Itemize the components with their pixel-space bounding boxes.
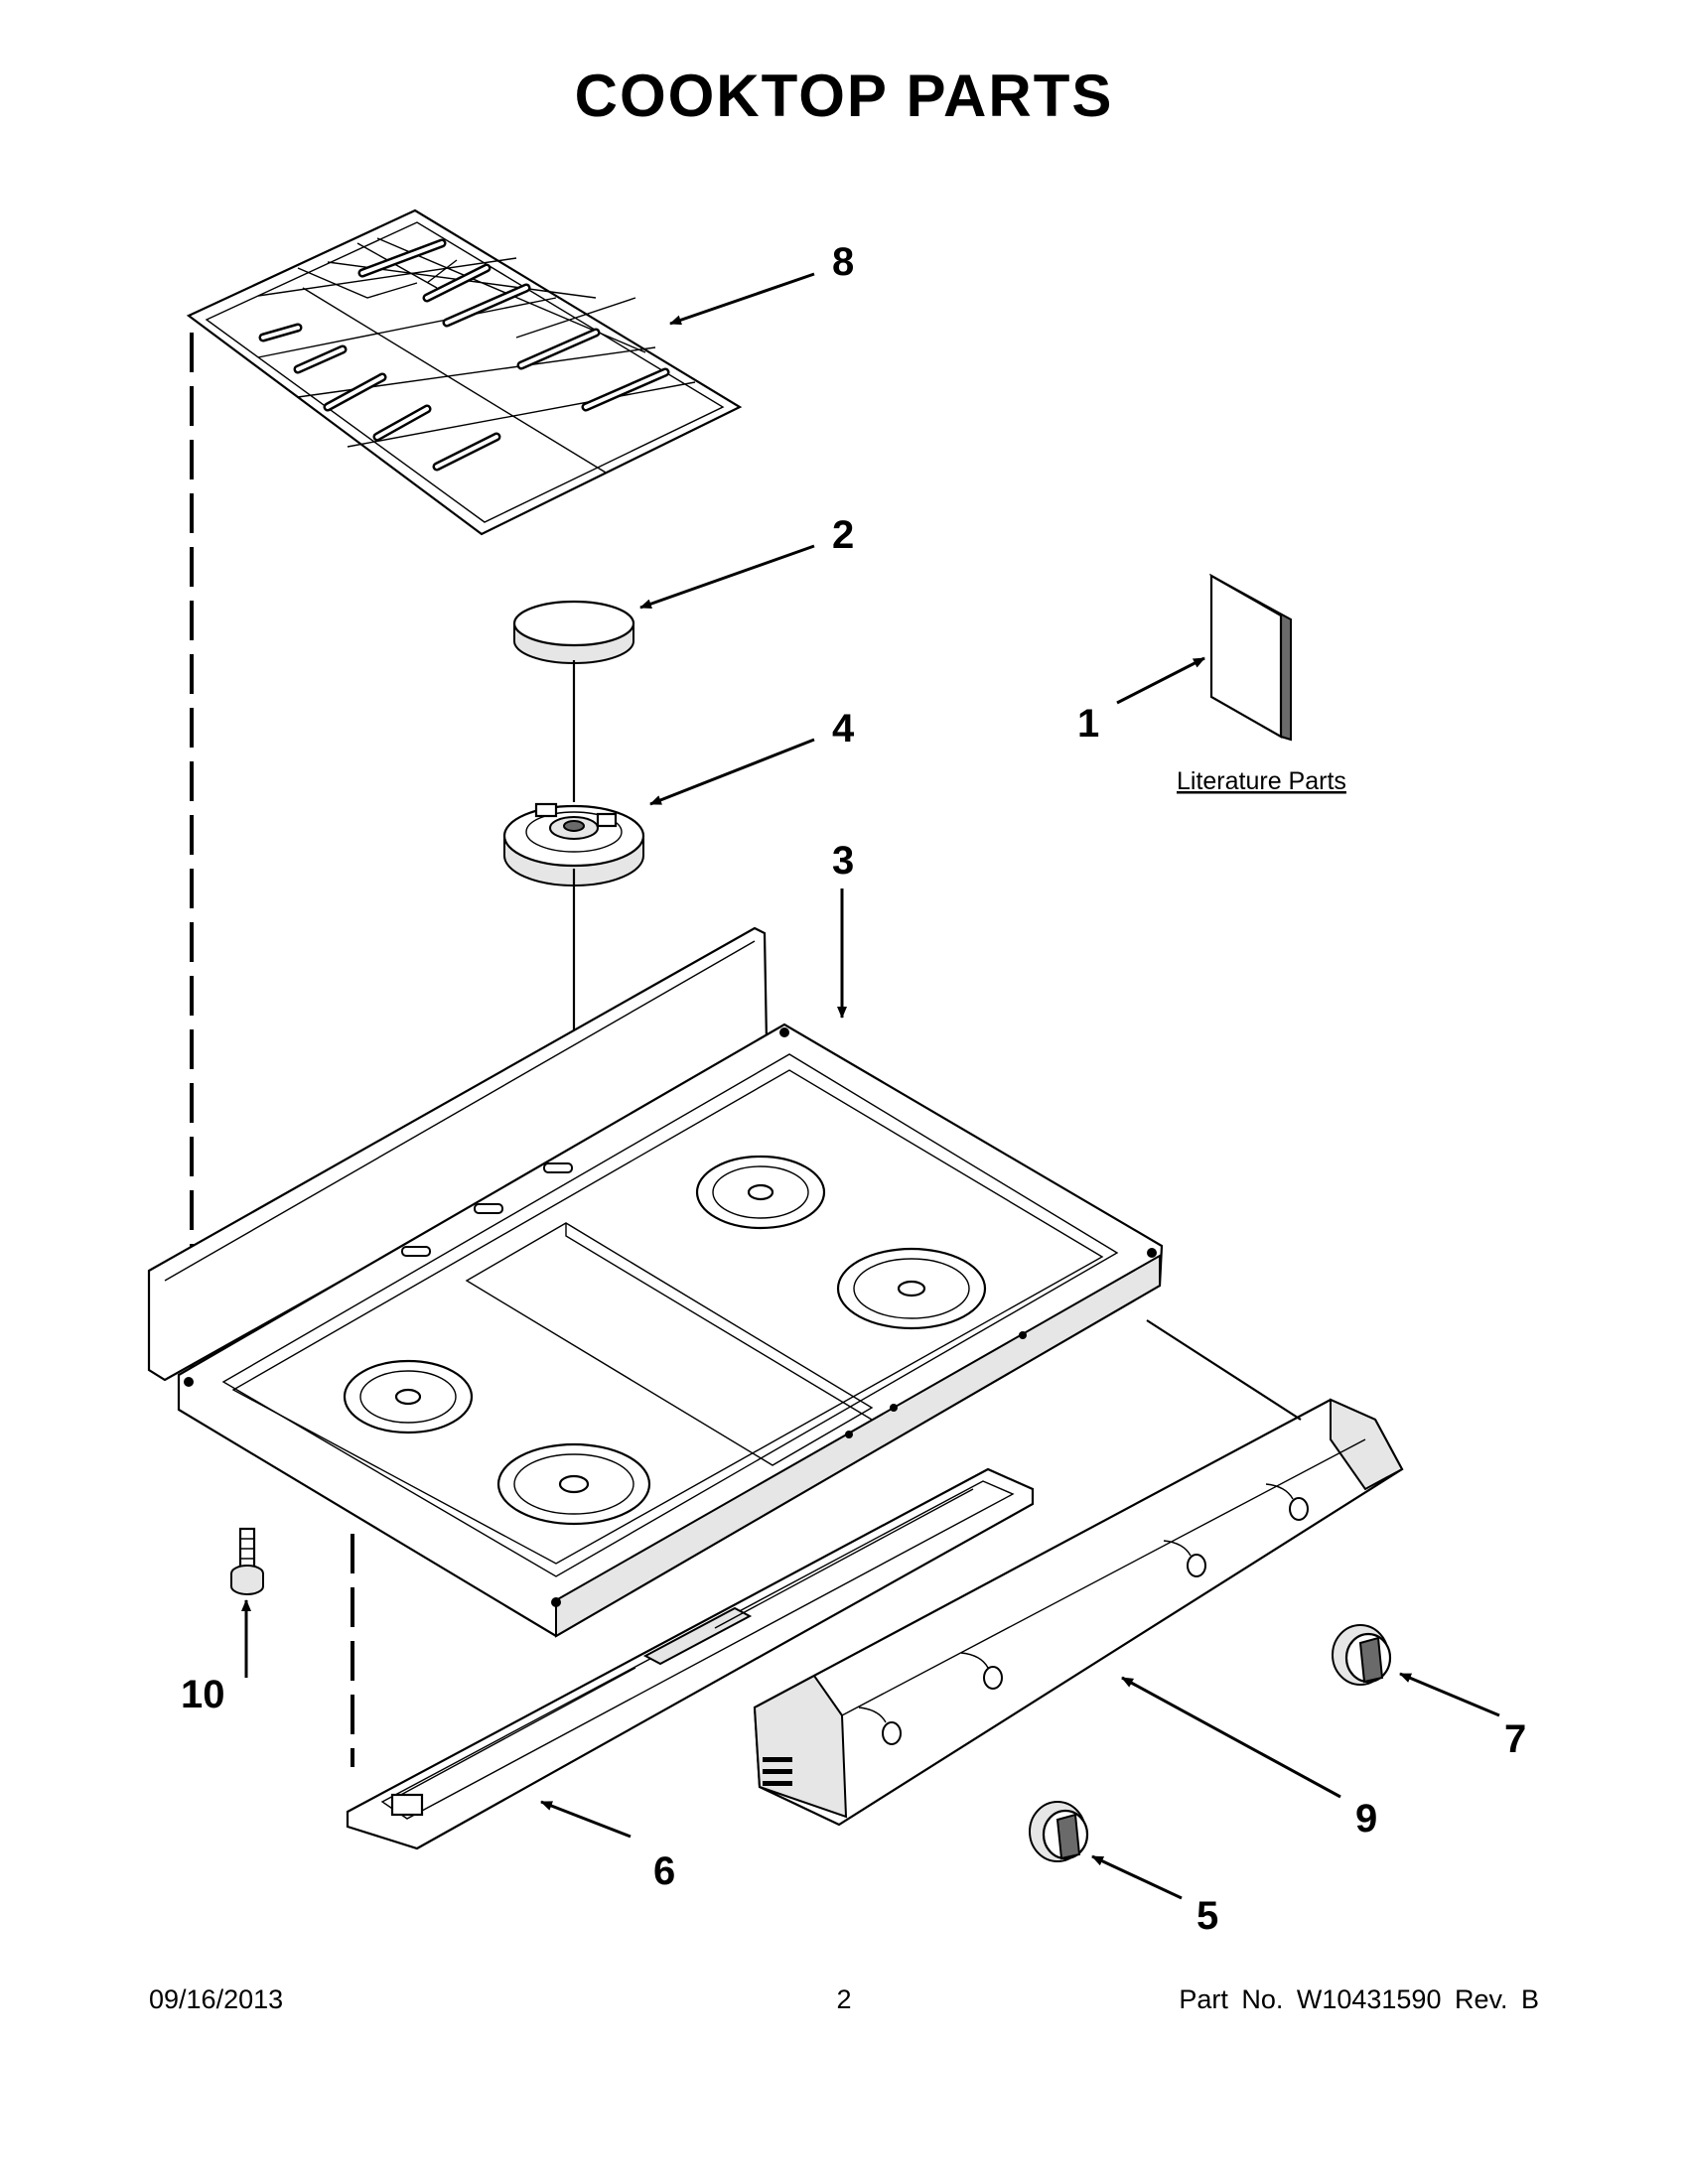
alignment-line-panel: [1146, 1319, 1302, 1421]
part-6-channel: [346, 1467, 1035, 1850]
callout-5: 5: [1196, 1894, 1218, 1938]
footer-page-number: 2: [836, 1984, 852, 2014]
page-title: COOKTOP PARTS: [574, 63, 1114, 129]
part-3-cooktop: [147, 926, 1164, 1638]
callout-2: 2: [832, 513, 854, 557]
callout-1: 1: [1077, 702, 1099, 746]
footer-part-number: Part No. W10431590 Rev. B: [1179, 1984, 1539, 2014]
part-10-foot: [230, 1527, 264, 1595]
burner-bowl-front-right: [836, 1247, 987, 1330]
burner-bowl-rear-left: [343, 1359, 474, 1434]
part-8-grate: [186, 208, 743, 536]
footer-date: 09/16/2013: [149, 1984, 284, 2014]
literature-parts-label: Literature Parts: [1177, 767, 1346, 795]
callout-3: 3: [832, 839, 854, 883]
callout-8: 8: [832, 240, 854, 284]
part-7-knob: [1332, 1624, 1392, 1686]
callout-4: 4: [832, 707, 855, 751]
burner-bowl-front-left: [496, 1442, 651, 1526]
part-2-burner-cap: [512, 600, 635, 664]
callout-7: 7: [1504, 1717, 1526, 1761]
leader-lines: [241, 272, 1500, 1900]
callout-10: 10: [181, 1673, 225, 1716]
burner-bowl-rear-right: [695, 1155, 826, 1230]
part-9-control-panel: [753, 1398, 1404, 1827]
part-1-literature: [1208, 573, 1292, 742]
callout-6: 6: [653, 1849, 675, 1893]
part-5-knob: [1029, 1801, 1089, 1862]
callout-9: 9: [1355, 1797, 1377, 1841]
